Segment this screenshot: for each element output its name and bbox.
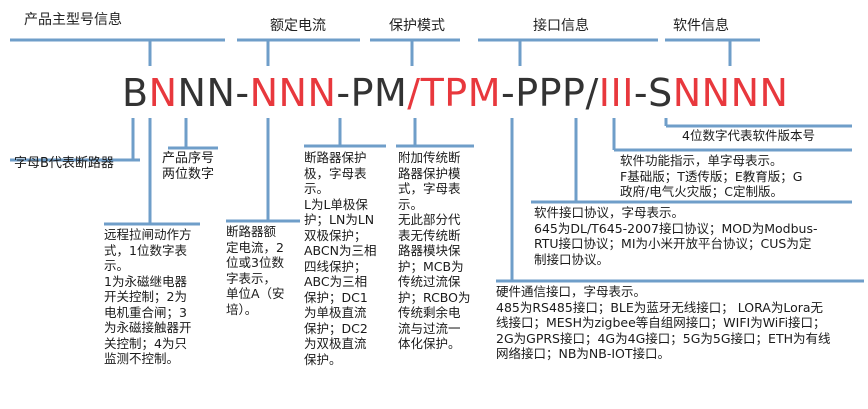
block-line: 软件功能指示，单字母表示。 — [620, 153, 783, 168]
block-line: 位或3位数 — [226, 255, 284, 270]
block-line: 护；MCB为 — [398, 258, 464, 274]
label-letter-b: 字母B代表断路器 — [14, 156, 114, 171]
block-line: 体化保护。 — [398, 336, 461, 351]
code-segment: N — [148, 71, 178, 115]
block-line: 保护；DC1 — [304, 289, 368, 305]
block-line: 制接口协议。 — [534, 251, 610, 267]
block-line: 附加传统断 — [398, 150, 461, 165]
block-line: 为双极直流 — [304, 336, 367, 351]
block-line: ABC为三相 — [304, 274, 368, 289]
block-line: 485为RS485接口；BLE为蓝牙无线接口； LORA为Lora无 — [496, 299, 824, 315]
block-line: 关控制；4为只 — [104, 335, 187, 351]
block-software-protocol: 软件接口协议，字母表示。645为DL/T645-2007接口协议；MOD为Mod… — [534, 205, 817, 267]
header-software: 软件信息 — [673, 18, 729, 34]
block-line: 软件接口协议，字母表示。 — [534, 205, 685, 220]
block-line: 2G为GPRS接口；4G为4G接口；5G为5G接口；ETH为有线 — [496, 330, 831, 346]
block-line: 保护。 — [304, 351, 342, 367]
header-protection-mode: 保护模式 — [389, 18, 445, 34]
block-line: RTU接口协议；MI为小米开放平台协议；CUS为定 — [534, 236, 812, 251]
code-segment: /TPM — [407, 71, 502, 115]
header-rated-current: 额定电流 — [270, 18, 326, 34]
code-segment: III — [598, 71, 634, 115]
block-line: 开关控制；2为 — [104, 289, 187, 304]
block-line: 断路器额 — [226, 224, 277, 239]
code-segment: B — [122, 71, 149, 115]
block-line: 电机重合闸；3 — [104, 304, 187, 320]
block-line: 为单极直流 — [304, 305, 367, 320]
block-line: 断路器保护 — [304, 150, 367, 165]
block-line: 远程拉闸动作方 — [104, 227, 192, 242]
block-line: 路器模块保 — [398, 243, 461, 258]
block-line: 路器保护模 — [398, 165, 461, 181]
block-version: 4位数字代表软件版本号 — [682, 128, 815, 144]
block-line: 传统剩余电 — [398, 305, 461, 320]
label-serial-line2: 两位数字 — [162, 167, 215, 182]
block-line: 1为永磁继电器 — [104, 273, 187, 289]
block-line: 护；LN为LN — [304, 212, 375, 227]
block-line: 双极保护； — [304, 227, 367, 243]
block-line: 式，1位数字表 — [104, 242, 187, 258]
block-line: 645为DL/T645-2007接口协议；MOD为Modbus- — [534, 220, 818, 236]
block-line: 硬件通信接口，字母表示。 — [496, 284, 647, 299]
model-code: BNNN-NNN-PM/TPM-PPP/III-SNNNN — [122, 70, 788, 116]
code-segment: NNNN — [672, 71, 789, 115]
block-line: L为L单极保 — [304, 196, 368, 212]
block-line: ABCN为三相 — [304, 243, 377, 258]
block-line: 示。 — [398, 196, 424, 212]
block-line: 传统过流保 — [398, 274, 461, 289]
block-line: 流与过流一 — [398, 320, 461, 336]
block-extra-protection: 附加传统断路器保护模式，字母表示。无此部分代表无传统断路器模块保护；MCB为传统… — [398, 150, 471, 352]
block-line: 示。 — [104, 258, 130, 273]
block-line: 4位数字代表软件版本号 — [682, 128, 815, 143]
block-line: 政府/电气火灾版；C定制版。 — [620, 184, 783, 199]
block-line: 定电流，2 — [226, 239, 284, 255]
block-line: 表无传统断 — [398, 227, 461, 243]
block-hardware-interface: 硬件通信接口，字母表示。485为RS485接口；BLE为蓝牙无线接口； LORA… — [496, 284, 830, 362]
block-line: 保护；DC2 — [304, 320, 368, 336]
code-segment: -S — [633, 71, 673, 115]
block-line: 无此部分代 — [398, 212, 461, 227]
block-line: 单位A（安 — [226, 286, 285, 301]
block-line: 字表示， — [226, 270, 277, 286]
block-line: 培）。 — [226, 301, 258, 317]
block-line: F基础版；T透传版；E教育版；G — [620, 168, 803, 184]
block-line: 监测不控制。 — [104, 351, 180, 366]
header-interface: 接口信息 — [533, 18, 589, 34]
block-line: 网络接口；NB为NB-IOT接口。 — [496, 346, 671, 361]
block-line: 极，字母表 — [304, 165, 367, 181]
header-main-model: 产品主型号信息 — [24, 12, 122, 28]
block-line: 示。 — [304, 181, 330, 196]
block-line: 线接口；MESH为zigbee等自组网接口；WIFI为WiFi接口； — [496, 315, 826, 330]
block-line: 护；RCBO为 — [398, 289, 471, 305]
code-segment: -PM — [336, 71, 408, 115]
code-segment: NN- — [177, 71, 250, 115]
code-segment: -PPP/ — [501, 71, 599, 115]
block-line: 式，字母表 — [398, 181, 461, 196]
block-line: 为永磁接触器开 — [104, 320, 192, 335]
label-serial-line1: 产品序号 — [162, 151, 215, 166]
block-line: 四线保护； — [304, 258, 367, 274]
code-segment: NNN — [249, 71, 337, 115]
